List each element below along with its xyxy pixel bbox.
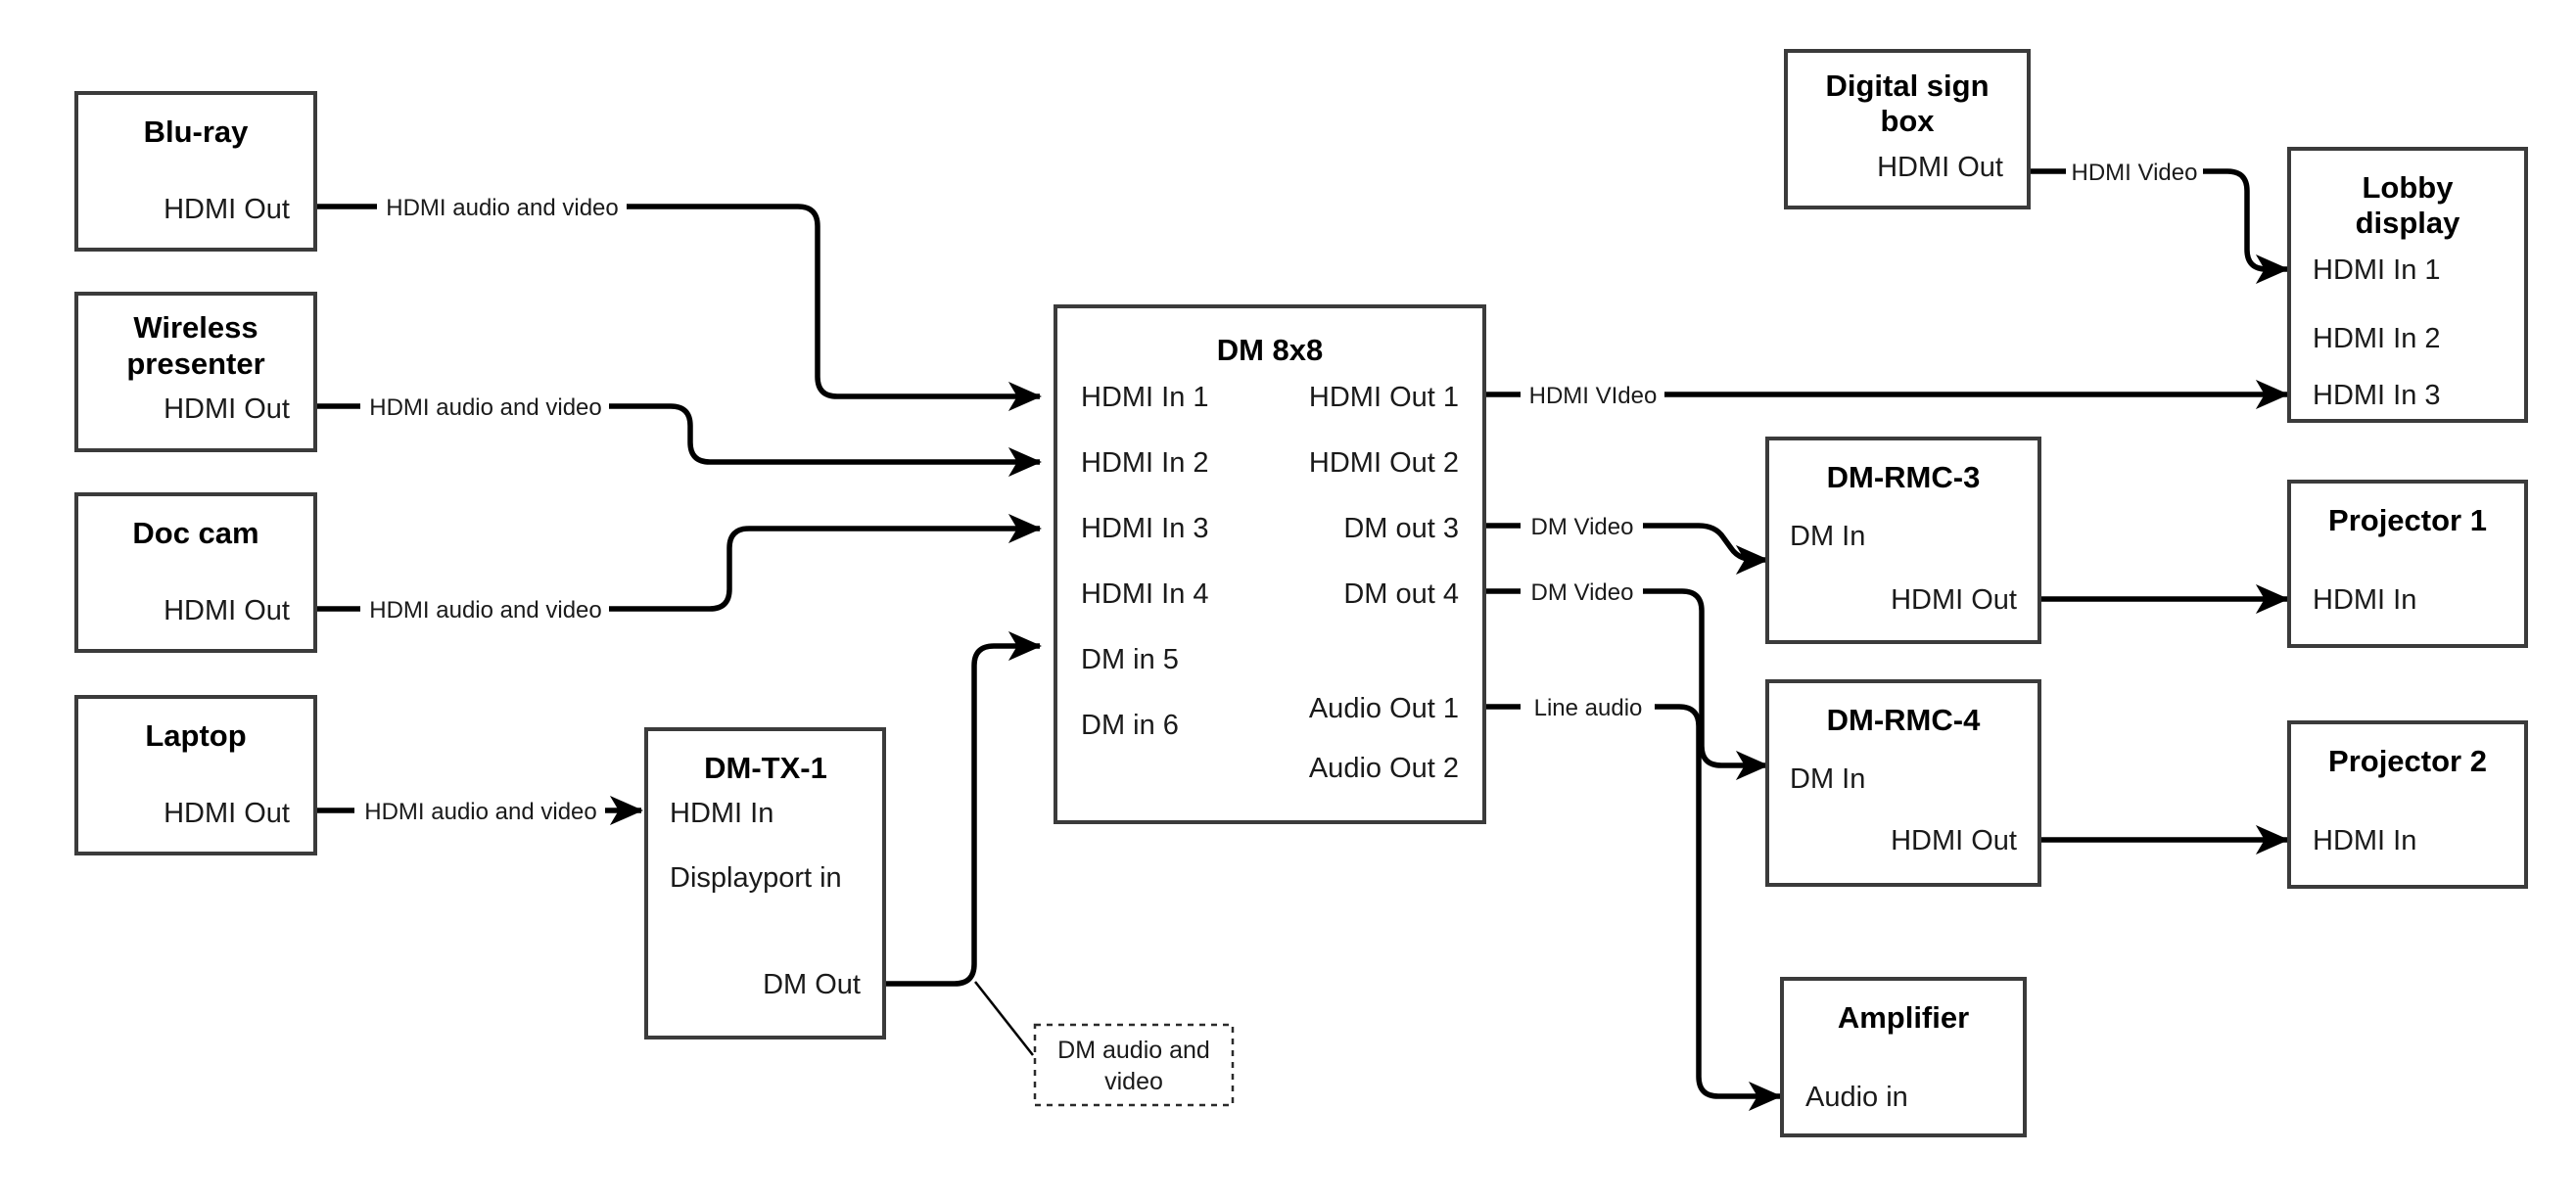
wire-signbox-to-lobby-hdmi1: [2029, 168, 2287, 269]
dm-tx-1-port-displayport-in[interactable]: Displayport in: [670, 862, 842, 894]
lobby-display-title-line-2: display: [2356, 206, 2461, 240]
wireless-presenter-title-line-2: presenter: [126, 346, 264, 381]
projector-1-port-hdmi-in[interactable]: HDMI In: [2313, 584, 2416, 616]
connection-wires: [315, 168, 2287, 1096]
node-digital-sign-box[interactable]: Digital sign box HDMI Out: [1784, 49, 2031, 209]
node-amplifier[interactable]: Amplifier Audio in: [1780, 977, 2027, 1137]
wireless-presenter-port-hdmi-out[interactable]: HDMI Out: [164, 393, 290, 425]
node-projector-1[interactable]: Projector 1 HDMI In: [2287, 480, 2528, 648]
dm-rmc-3-port-hdmi-out[interactable]: HDMI Out: [1891, 584, 2017, 616]
dm-8x8-input-hdmi-in-1[interactable]: HDMI In 1: [1081, 382, 1209, 413]
edge-label-dm-video-out3: DM Video: [1531, 514, 1634, 540]
digital-sign-box-box[interactable]: [1784, 49, 2031, 209]
node-lobby-display[interactable]: Lobby display HDMI In 1 HDMI In 2 HDMI I…: [2287, 147, 2528, 423]
node-laptop[interactable]: Laptop HDMI Out: [74, 695, 317, 855]
amplifier-title: Amplifier: [1838, 1000, 1969, 1035]
dm-8x8-output-dm-out-3[interactable]: DM out 3: [1343, 513, 1459, 544]
callout-line-2: video: [1104, 1068, 1163, 1095]
dm-rmc-4-box[interactable]: [1765, 679, 2041, 887]
dm-8x8-output-audio-out-1[interactable]: Audio Out 1: [1309, 693, 1459, 724]
blu-ray-port-hdmi-out[interactable]: HDMI Out: [164, 194, 290, 225]
blu-ray-box[interactable]: [74, 91, 317, 252]
edge-label-wireless: HDMI audio and video: [369, 394, 601, 421]
edge-label-line-audio: Line audio: [1534, 695, 1643, 721]
node-dm-rmc-4[interactable]: DM-RMC-4 DM In HDMI Out: [1765, 679, 2041, 887]
digital-sign-box-port-hdmi-out[interactable]: HDMI Out: [1877, 152, 2003, 183]
laptop-port-hdmi-out[interactable]: HDMI Out: [164, 798, 290, 829]
wire-dm8x8-to-dmrmc3: [1483, 523, 1767, 560]
wire-dmtx1-to-dm8x8: [884, 630, 1043, 987]
dm-8x8-box[interactable]: [1054, 304, 1486, 824]
edge-label-hdmi-video-out1: HDMI VIdeo: [1529, 383, 1658, 409]
edge-label-dm-video-out4: DM Video: [1531, 579, 1634, 606]
edge-label-laptop: HDMI audio and video: [364, 799, 596, 825]
edge-label-hdmi-video-signbox: HDMI Video: [2072, 160, 2198, 186]
doc-cam-port-hdmi-out[interactable]: HDMI Out: [164, 595, 290, 626]
dm-rmc-3-title: DM-RMC-3: [1827, 460, 1981, 494]
node-doc-cam[interactable]: Doc cam HDMI Out: [74, 492, 317, 653]
laptop-box[interactable]: [74, 695, 317, 855]
dm-8x8-input-hdmi-in-2[interactable]: HDMI In 2: [1081, 447, 1209, 479]
dm-rmc-4-port-dm-in[interactable]: DM In: [1790, 763, 1865, 795]
lobby-display-port-hdmi-in-1[interactable]: HDMI In 1: [2313, 254, 2441, 286]
doc-cam-title: Doc cam: [132, 516, 258, 550]
dm-8x8-input-hdmi-in-4[interactable]: HDMI In 4: [1081, 578, 1209, 610]
dm-8x8-input-dm-in-5[interactable]: DM in 5: [1081, 644, 1179, 675]
dm-rmc-4-title: DM-RMC-4: [1827, 703, 1981, 737]
node-dm-8x8[interactable]: DM 8x8 HDMI In 1 HDMI In 2 HDMI In 3 HDM…: [1054, 304, 1486, 824]
projector-2-port-hdmi-in[interactable]: HDMI In: [2313, 825, 2416, 856]
laptop-title: Laptop: [145, 718, 246, 753]
dm-8x8-title: DM 8x8: [1217, 333, 1324, 367]
dm-tx-1-port-dm-out[interactable]: DM Out: [763, 969, 861, 1000]
wire-doccam-to-dm8x8: [315, 529, 1040, 612]
dm-8x8-output-hdmi-out-1[interactable]: HDMI Out 1: [1309, 382, 1459, 413]
wireless-presenter-box[interactable]: [74, 292, 317, 452]
node-projector-2[interactable]: Projector 2 HDMI In: [2287, 720, 2528, 889]
dm-rmc-4-port-hdmi-out[interactable]: HDMI Out: [1891, 825, 2017, 856]
lobby-display-port-hdmi-in-3[interactable]: HDMI In 3: [2313, 380, 2441, 411]
edge-label-bluray: HDMI audio and video: [386, 195, 618, 221]
digital-sign-box-title-line-1: Digital sign: [1825, 69, 1989, 103]
node-blu-ray[interactable]: Blu-ray HDMI Out: [74, 91, 317, 252]
node-dm-tx-1[interactable]: DM-TX-1 HDMI In Displayport in DM Out: [644, 727, 886, 1039]
lobby-display-box[interactable]: [2287, 147, 2528, 423]
wire-wireless-to-dm8x8: [315, 403, 1040, 462]
doc-cam-box[interactable]: [74, 492, 317, 653]
wire-dm8x8-to-amplifier: [1483, 704, 1780, 1096]
dm-8x8-output-hdmi-out-2[interactable]: HDMI Out 2: [1309, 447, 1459, 479]
amplifier-port-audio-in[interactable]: Audio in: [1805, 1082, 1908, 1113]
dm-tx-1-port-hdmi-in[interactable]: HDMI In: [670, 798, 773, 829]
dm-tx-1-title: DM-TX-1: [704, 751, 827, 785]
projector-1-box[interactable]: [2287, 480, 2528, 648]
callout-leader-line: [974, 981, 1034, 1056]
dm-8x8-output-dm-out-4[interactable]: DM out 4: [1343, 578, 1459, 610]
wireless-presenter-title-line-1: Wireless: [133, 310, 258, 345]
callout-box: [1033, 1023, 1235, 1107]
node-dm-rmc-3[interactable]: DM-RMC-3 DM In HDMI Out: [1765, 437, 2041, 644]
amplifier-box[interactable]: [1780, 977, 2027, 1137]
edge-label-doccam: HDMI audio and video: [369, 597, 601, 624]
dm-rmc-3-box[interactable]: [1765, 437, 2041, 644]
digital-sign-box-title-line-2: box: [1880, 104, 1935, 138]
lobby-display-port-hdmi-in-2[interactable]: HDMI In 2: [2313, 323, 2441, 354]
projector-2-title: Projector 2: [2328, 744, 2487, 778]
projector-2-box[interactable]: [2287, 720, 2528, 889]
dm-8x8-input-hdmi-in-3[interactable]: HDMI In 3: [1081, 513, 1209, 544]
dm-tx-1-box[interactable]: [644, 727, 886, 1039]
dm-8x8-input-dm-in-6[interactable]: DM in 6: [1081, 710, 1179, 741]
wire-dm8x8-to-dmrmc4: [1483, 588, 1767, 765]
projector-1-title: Projector 1: [2328, 503, 2487, 537]
dm-8x8-output-audio-out-2[interactable]: Audio Out 2: [1309, 753, 1459, 784]
edge-labels: HDMI audio and video HDMI audio and vide…: [364, 160, 2197, 825]
dm-rmc-3-port-dm-in[interactable]: DM In: [1790, 521, 1865, 552]
lobby-display-title-line-1: Lobby: [2363, 170, 2455, 205]
blu-ray-title: Blu-ray: [144, 115, 250, 149]
wire-bluray-to-dm8x8: [315, 204, 1040, 396]
callout-line-1: DM audio and: [1057, 1037, 1210, 1064]
node-wireless-presenter[interactable]: Wireless presenter HDMI Out: [74, 292, 317, 452]
callout-dm-audio-and-video: DM audio and video: [1033, 1023, 1235, 1107]
